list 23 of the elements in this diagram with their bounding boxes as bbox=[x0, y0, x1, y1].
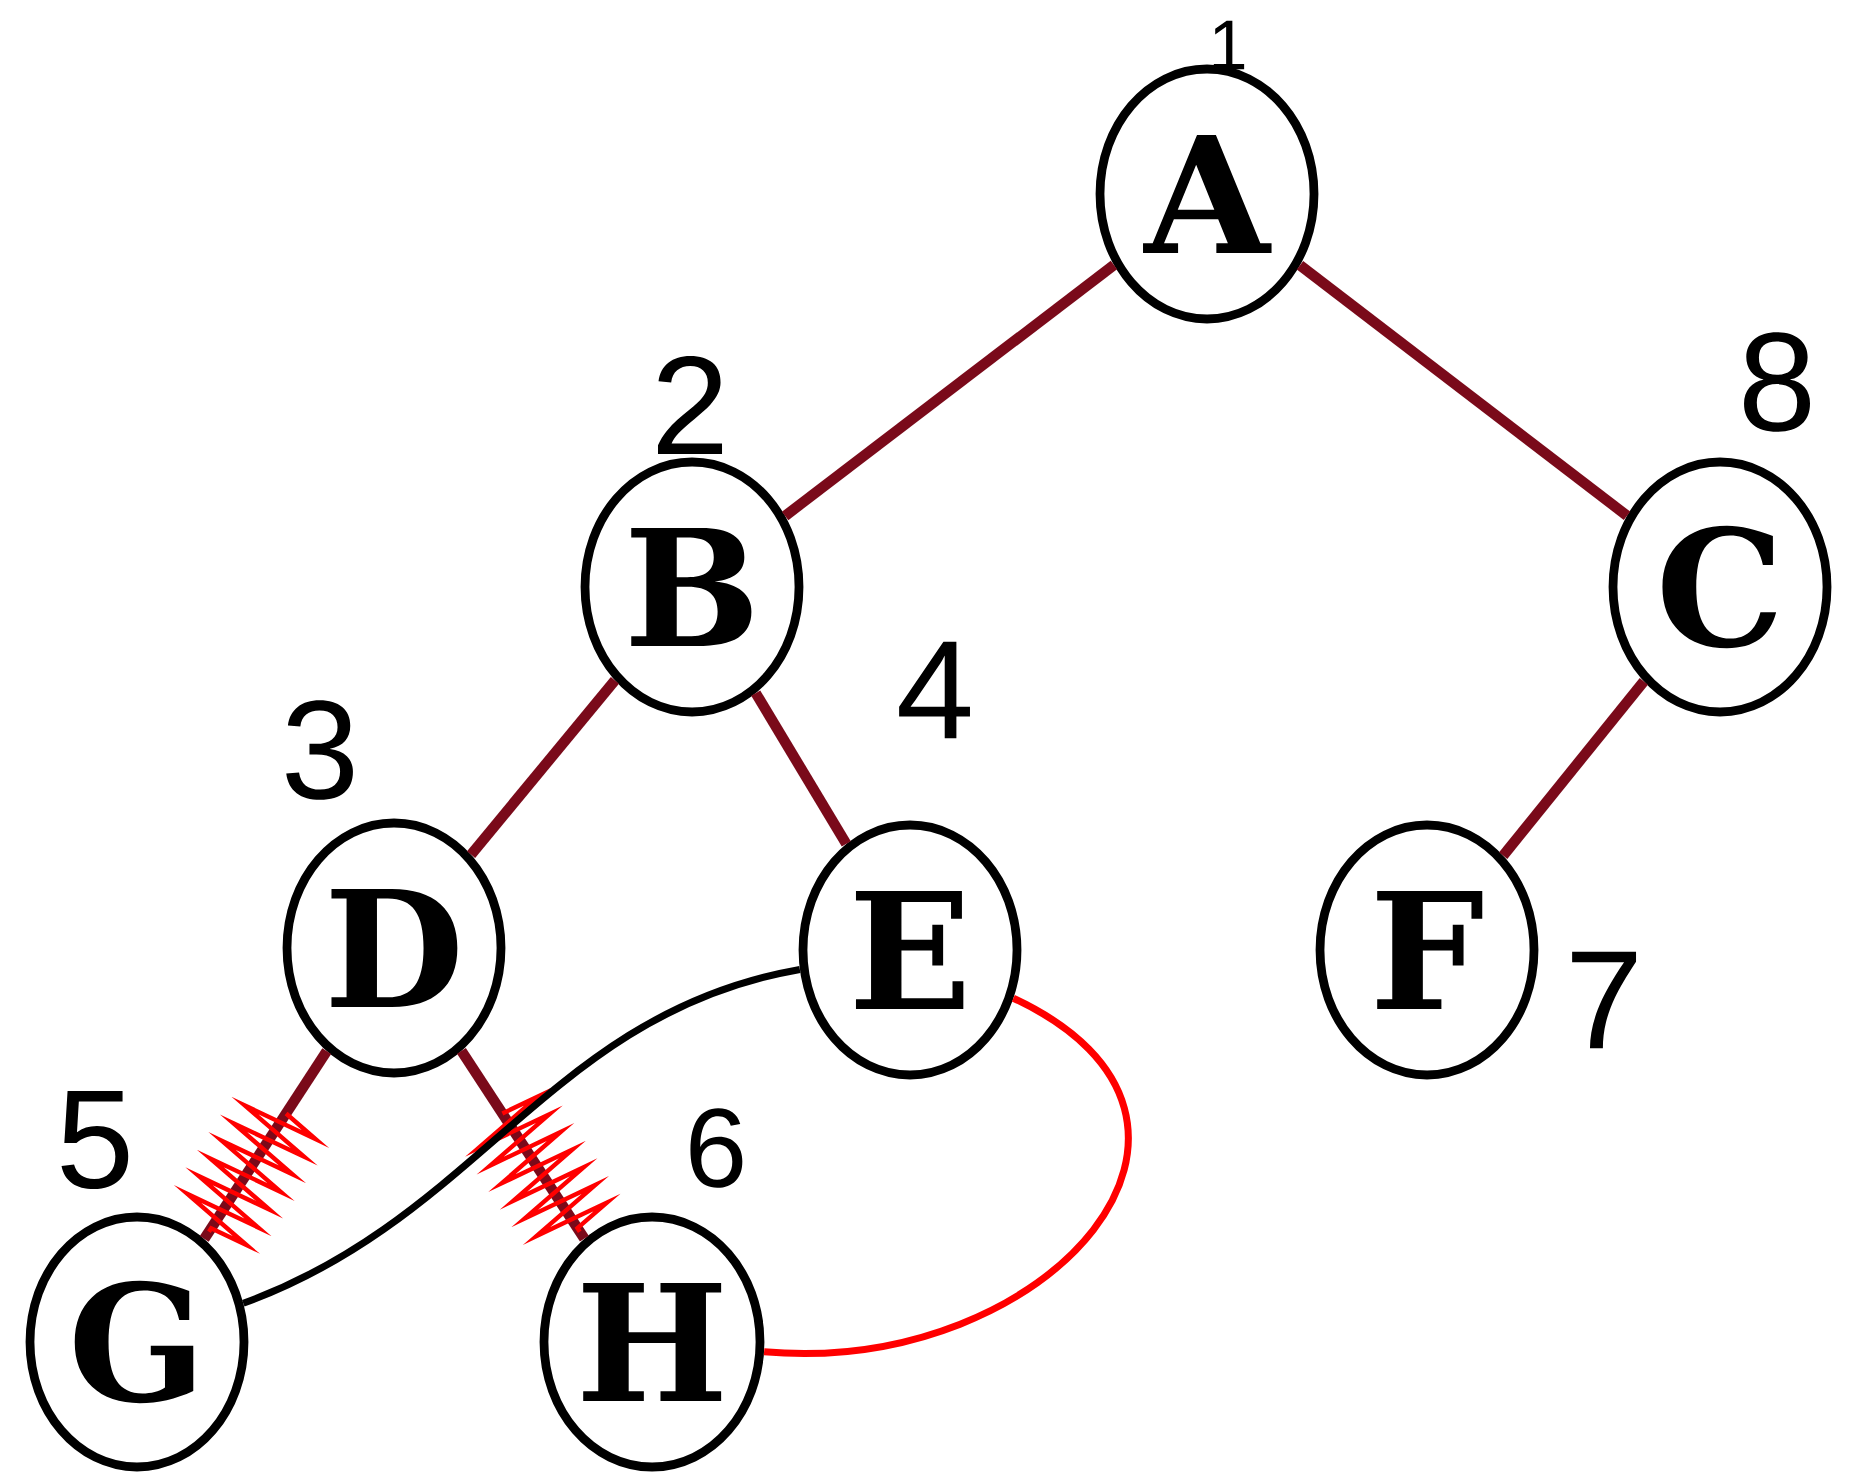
tree-edge bbox=[457, 1048, 589, 1242]
tree-edge bbox=[781, 260, 1118, 521]
order-number: 6 bbox=[690, 1108, 743, 1188]
tree-edge bbox=[764, 995, 1132, 1356]
tree-edge bbox=[1499, 678, 1648, 859]
order-number: 7 bbox=[1572, 951, 1637, 1049]
tree-edge bbox=[241, 966, 801, 1307]
tree-node: C bbox=[1608, 457, 1832, 717]
order-number: 4 bbox=[899, 641, 970, 739]
tree-node: H bbox=[539, 1212, 765, 1472]
order-number: 2 bbox=[658, 355, 722, 455]
tree-node: E bbox=[798, 820, 1022, 1080]
tree-edge bbox=[1296, 261, 1631, 520]
tree-edge bbox=[467, 677, 619, 858]
tree-node: D bbox=[282, 818, 506, 1078]
tree-node: G bbox=[25, 1212, 249, 1472]
order-number: 3 bbox=[286, 700, 353, 800]
tree-node: B bbox=[580, 457, 804, 717]
tree-edge bbox=[751, 690, 851, 847]
order-number: 8 bbox=[1744, 332, 1810, 432]
order-number: 5 bbox=[61, 1090, 129, 1190]
tree-edge bbox=[199, 1048, 332, 1242]
tree-node: F bbox=[1315, 820, 1539, 1080]
